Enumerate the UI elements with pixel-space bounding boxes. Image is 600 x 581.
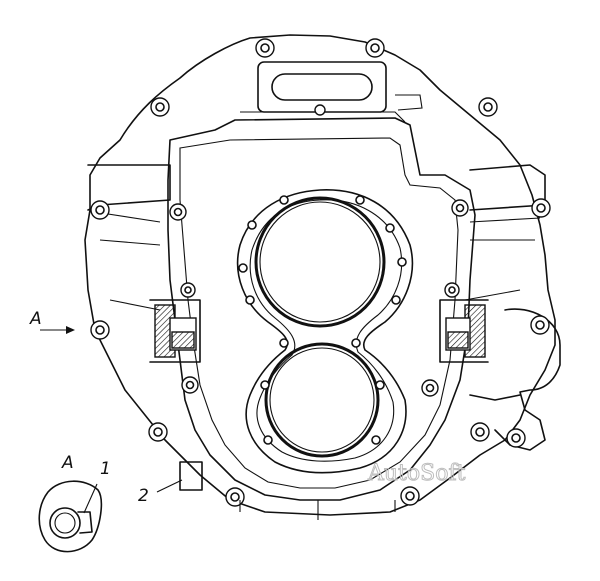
lower-bore: [264, 342, 380, 458]
bottom-lip: [239, 500, 396, 520]
upper-bore-inner: [259, 201, 381, 323]
top-window-opening: [271, 73, 373, 101]
inner-mounting-plate: [167, 117, 476, 501]
top-window-frame: [257, 61, 387, 113]
view-a-arrow: [40, 326, 75, 334]
left-section-cut: [149, 299, 201, 363]
inner-plate-offset: [179, 137, 459, 489]
callout-2-leader: [156, 479, 183, 493]
detail-view-a: [38, 480, 103, 553]
right-flange-lower: [469, 394, 521, 401]
view-marker-label: A: [29, 309, 42, 329]
top-window-base: [240, 94, 423, 123]
callout-1-label: 1: [100, 459, 111, 479]
callout-2-label: 2: [138, 486, 149, 506]
right-flange-lobe: [494, 308, 561, 451]
lower-bore-inner: [269, 347, 375, 453]
upper-bore: [254, 196, 386, 328]
drain-plug-item-2: [179, 461, 203, 491]
right-rib-lower: [464, 217, 541, 301]
flange-bolt-holes: [238, 195, 407, 445]
watermark: AutoSoft: [367, 461, 466, 486]
bore-flange-outer: [236, 189, 414, 474]
detail-view-title: A: [61, 453, 74, 473]
right-rib-upper: [469, 164, 546, 211]
housing-bolt-bosses: [90, 38, 551, 507]
left-rib-lower: [94, 211, 161, 311]
right-section-cut: [439, 299, 489, 363]
